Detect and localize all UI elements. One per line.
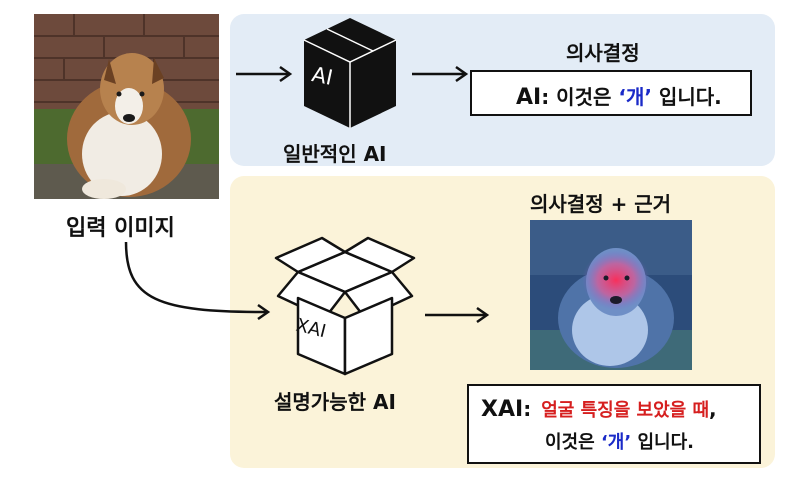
xai-prefix: XAI — [481, 397, 523, 422]
input-dog-photo — [34, 14, 219, 199]
xai-reason: 얼굴 특징을 보았을 때 — [541, 400, 709, 421]
decision-title: 의사결정 — [566, 37, 640, 66]
ai-answer-quote: ‘개’ — [618, 85, 652, 109]
xai-comma: , — [709, 397, 717, 421]
arrow-to-ai-box — [236, 64, 296, 84]
xai-suffix: 입니다. — [631, 432, 694, 453]
xai-line2: 이것은 — [545, 432, 601, 453]
input-image-label: 입력 이미지 — [66, 210, 175, 242]
open-box-icon — [270, 238, 420, 378]
ai-answer-box: AI: 이것은 ‘개’ 입니다. — [470, 70, 752, 116]
decision-basis-title: 의사결정 + 근거 — [530, 188, 671, 217]
ai-prefix: AI — [516, 85, 541, 110]
xai-sep: : — [523, 397, 531, 421]
ai-answer-text: : 이것은 — [541, 85, 618, 109]
standard-ai-label: 일반적인 AI — [283, 138, 386, 167]
curved-arrow-to-xai-box — [118, 240, 278, 330]
xai-quote: ‘개’ — [601, 432, 631, 453]
arrow-to-heatmap — [425, 305, 495, 325]
arrow-to-decision — [412, 64, 472, 84]
ai-answer-suffix: 입니다. — [652, 85, 722, 109]
xai-answer-box: XAI: 얼굴 특징을 보았을 때, 이것은 ‘개’ 입니다. — [467, 384, 761, 464]
xai-label: 설명가능한 AI — [274, 386, 396, 415]
heatmap-dog-photo — [530, 220, 692, 370]
